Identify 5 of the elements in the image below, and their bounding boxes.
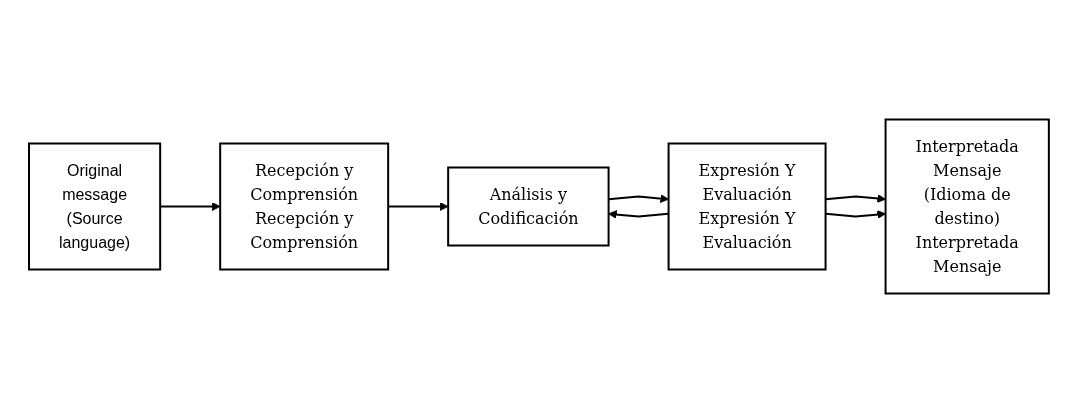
node-box: Expresión Y Evaluación Expresión Y Evaluación (667, 142, 827, 271)
node-box: Recepción y Comprensión Recepción y Comprensión (219, 142, 390, 271)
node-box: Interpretada Mensaje (Idioma de destino) Interpretada Mensaje (884, 118, 1050, 295)
node-box: Análisis y Codificación (447, 166, 610, 247)
node-box: Original message (Source language) (28, 142, 162, 271)
